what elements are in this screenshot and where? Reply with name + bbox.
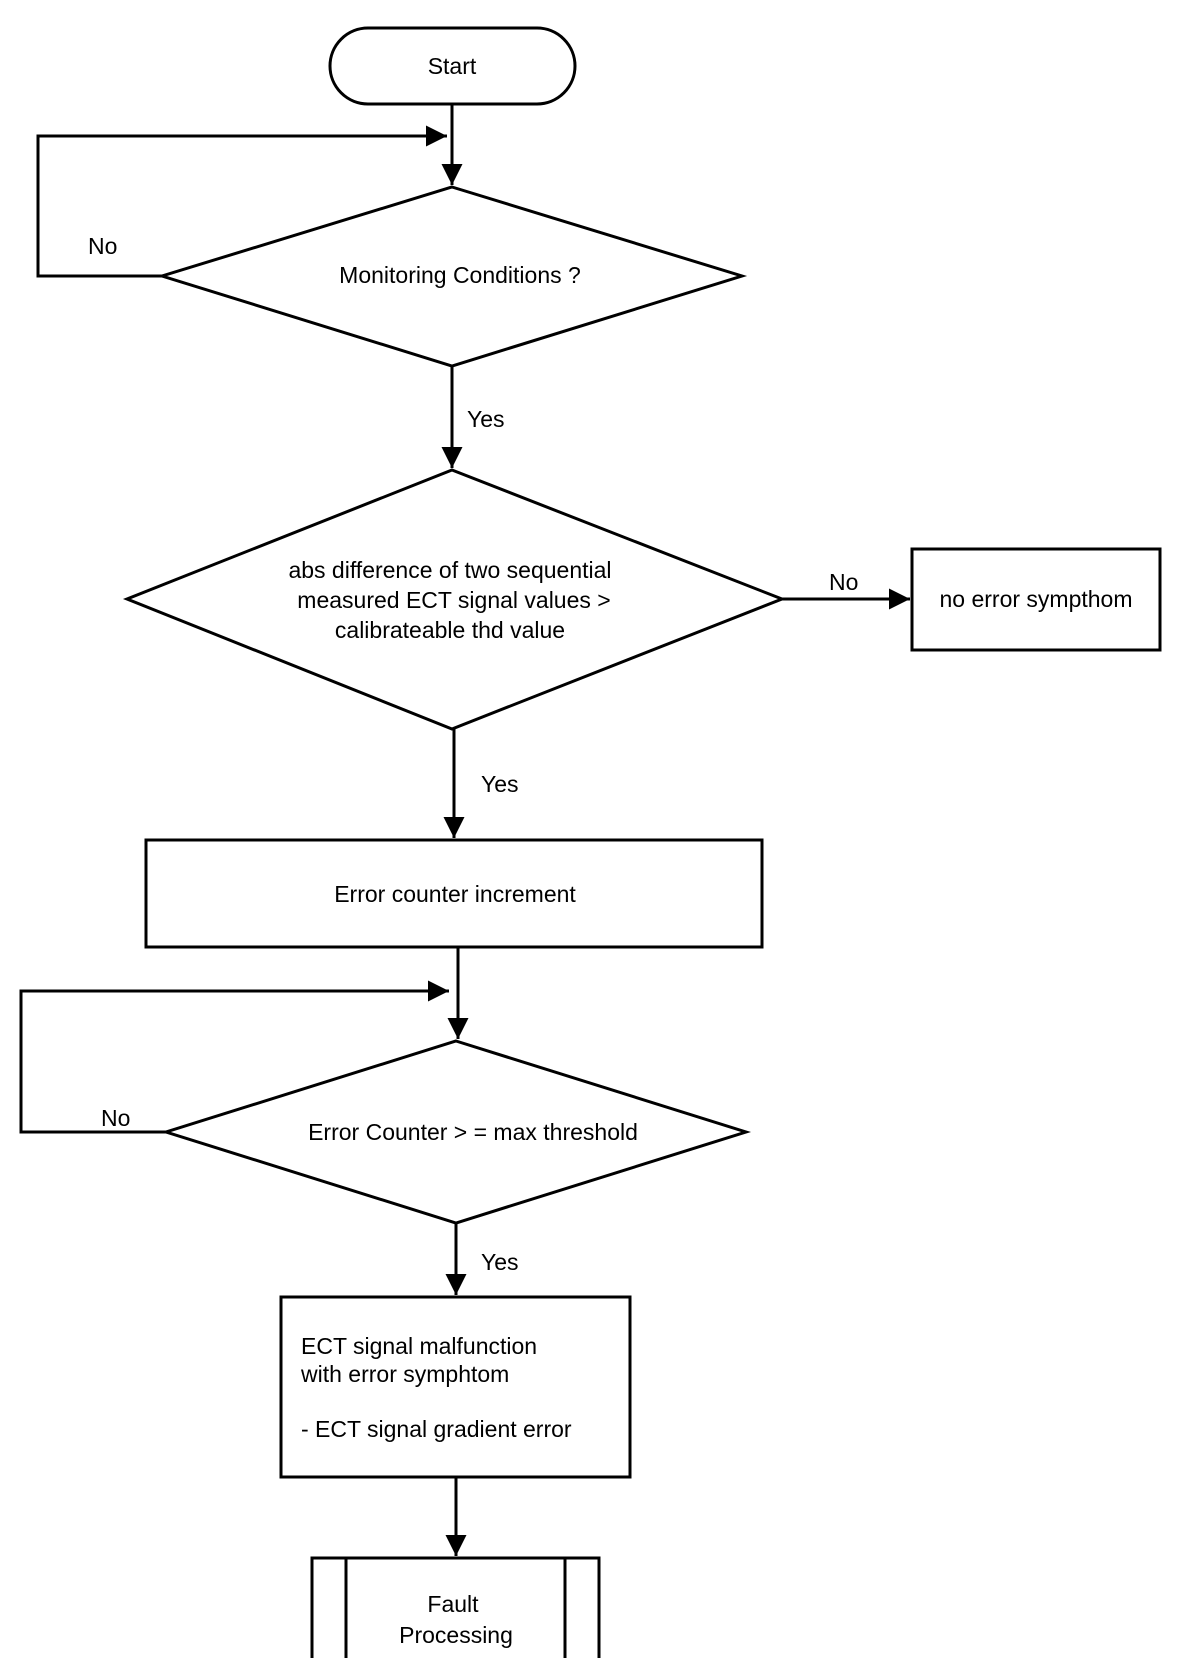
fault-processing-label-line-1: Fault [427,1591,479,1617]
threshold-no-loop-arrow [19,980,449,1134]
fault-processing-box [310,1556,601,1658]
abs-difference-label-line-3: calibrateable thd value [335,617,565,643]
abs-yes-label: Yes [481,771,519,797]
monitoring-no-loop-arrow [36,125,447,278]
no-error-symptom-label: no error sympthom [939,586,1132,612]
fault-processing-label-line-2: Processing [399,1622,513,1648]
error-counter-increment-box [144,838,764,949]
abs-difference-decision [122,468,787,731]
monitoring-yes-label: Yes [467,406,505,432]
ect-malfunction-label-line-3: - ECT signal gradient error [301,1416,572,1442]
monitoring-no-label: No [88,233,117,259]
threshold-no-label: No [101,1105,130,1131]
ect-malfunction-box [279,1295,632,1479]
monitoring-conditions-label: Monitoring Conditions ? [339,262,581,288]
no-error-symptom-box [910,547,1162,652]
start-label: Start [428,53,477,79]
abs-difference-label-line-2: measured ECT signal values > [297,587,610,613]
abs-difference-label-line-1: abs difference of two sequential [288,557,611,583]
threshold-yes-label: Yes [481,1249,519,1275]
error-counter-threshold-label: Error Counter > = max threshold [308,1119,638,1145]
ect-malfunction-label-line-2: with error symphtom [300,1361,509,1387]
ect-malfunction-label-line-1: ECT signal malfunction [301,1333,537,1359]
error-counter-increment-label: Error counter increment [334,881,576,907]
abs-no-label: No [829,569,858,595]
